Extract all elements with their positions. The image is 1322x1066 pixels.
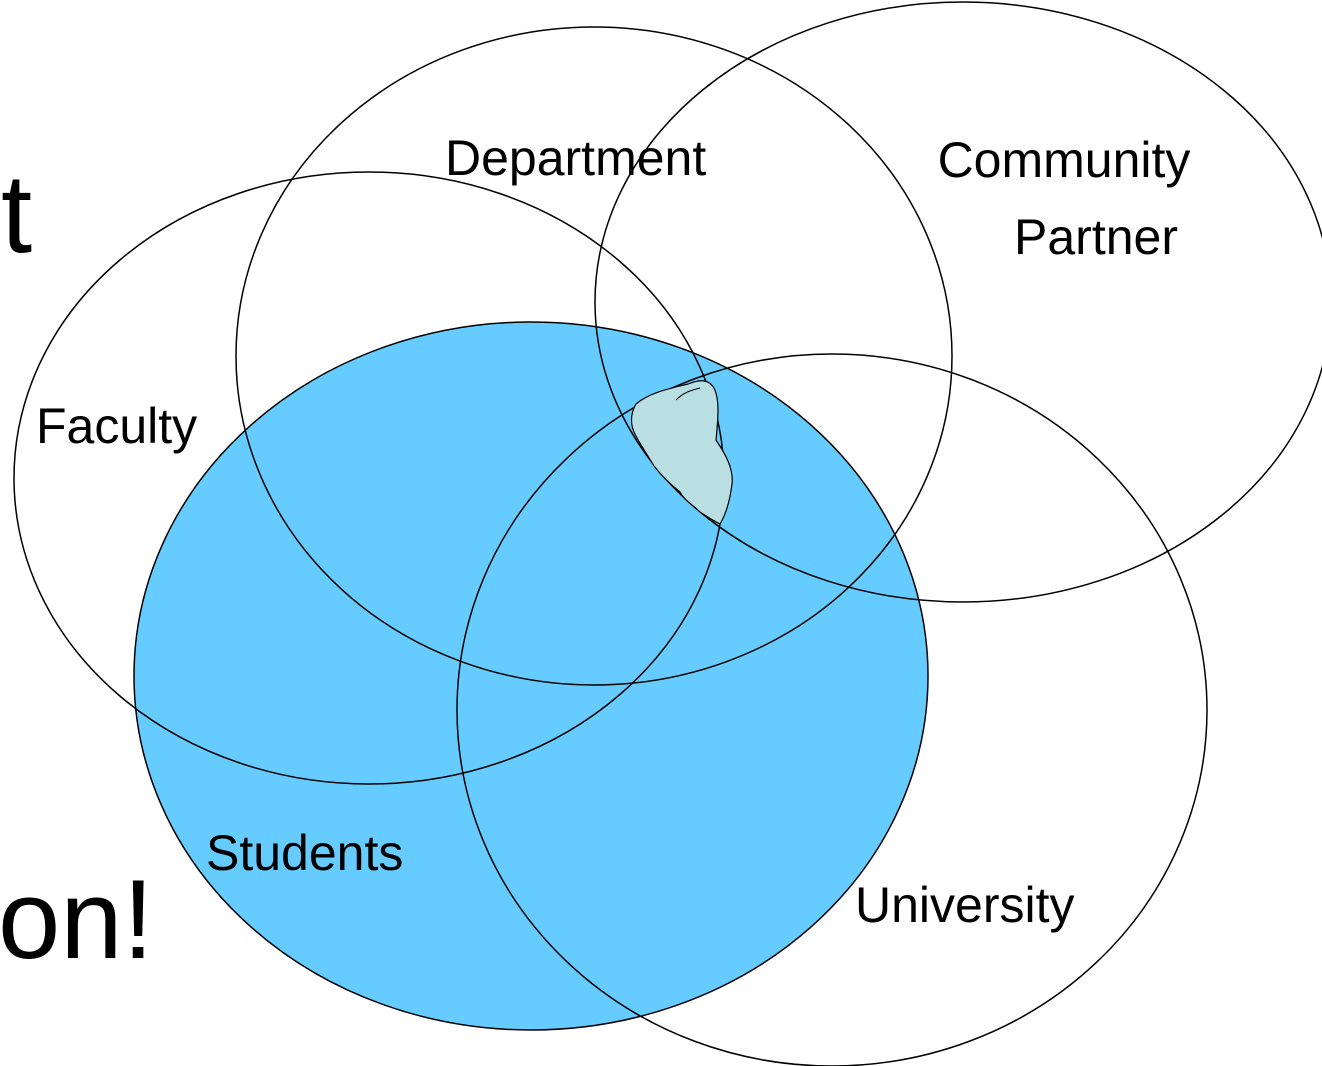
faculty-label: Faculty xyxy=(36,398,197,454)
overlap-region-shape xyxy=(630,380,733,525)
students-circle xyxy=(133,321,929,1031)
background-text-bottom: on! xyxy=(0,857,154,982)
university-label: University xyxy=(855,877,1074,933)
overlap-region-crease xyxy=(675,387,701,401)
students-label: Students xyxy=(206,825,403,881)
community-partner-circle xyxy=(594,1,1322,603)
community-partner-label-line-1: Community xyxy=(938,132,1191,188)
department-label: Department xyxy=(445,130,706,186)
department-circle xyxy=(235,26,953,686)
university-circle xyxy=(456,353,1208,1066)
community-partner-label-line-2: Partner xyxy=(1014,209,1178,265)
background-text-top: t xyxy=(1,151,32,276)
